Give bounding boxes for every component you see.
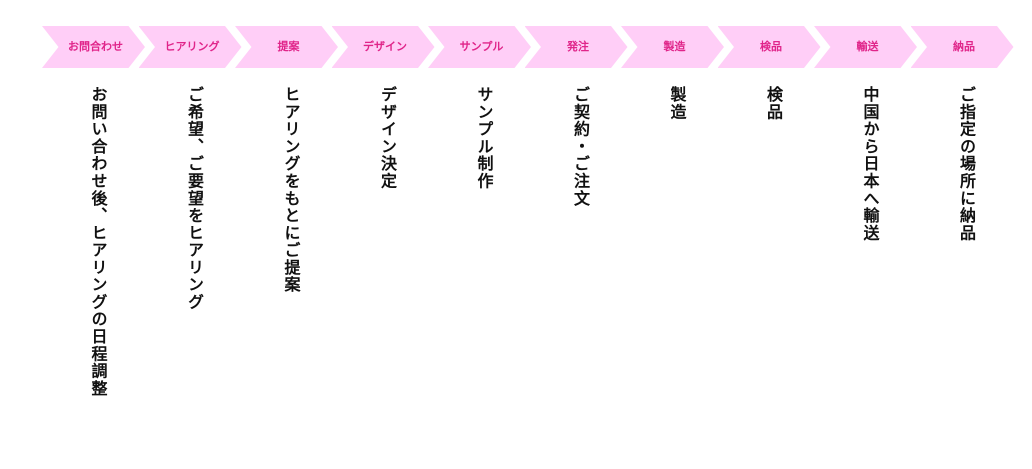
step-shipping: 輸送 <box>814 26 917 68</box>
step-design: デザイン <box>331 26 435 68</box>
chevron-arrow <box>42 26 145 68</box>
chevron-arrow <box>814 26 917 68</box>
step-manufacturing: 製造 <box>621 26 724 68</box>
step-description-proposal: ヒアリングをもとにご提案 <box>281 86 301 294</box>
step-description-sample: サンプル制作 <box>474 86 494 190</box>
step-label: ヒアリング <box>164 40 220 53</box>
step-label: 提案 <box>277 40 300 53</box>
step-hearing: ヒアリング <box>138 26 242 68</box>
step-description-shipping: 中国から日本へ輸送 <box>860 86 880 242</box>
step-proposal: 提案 <box>235 26 338 68</box>
step-description-order: ご契約・ご注文 <box>571 86 590 207</box>
chevron-arrow <box>331 26 435 68</box>
chevron-arrow <box>910 26 1014 68</box>
chevron-arrow <box>621 26 724 68</box>
chevron-arrow <box>428 26 531 68</box>
step-label: 製造 <box>663 40 686 53</box>
chevron-arrow <box>138 26 242 68</box>
step-label: 納品 <box>953 40 975 53</box>
step-description-inspection: 検品 <box>764 86 783 121</box>
step-description-design: デザイン決定 <box>378 86 397 190</box>
step-description-manufacturing: 製造 <box>667 86 687 121</box>
chevron-arrow <box>717 26 821 68</box>
step-label: 輸送 <box>856 40 879 53</box>
step-description-inquiry: お問い合わせ後、ヒアリングの日程調整 <box>88 86 108 398</box>
chevron-arrow <box>235 26 338 68</box>
chevron-arrow <box>524 26 628 68</box>
step-label: デザイン <box>363 40 407 53</box>
step-label: 発注 <box>567 40 589 53</box>
step-label: お問合わせ <box>68 40 123 53</box>
process-flow: お問合わせ ヒアリング 提案 デザイン サンプル 発注 製造 検品 輸送 納品 <box>42 26 1014 68</box>
step-label: 検品 <box>760 40 782 53</box>
step-description-delivery: ご指定の場所に納品 <box>957 86 976 242</box>
step-inspection: 検品 <box>717 26 821 68</box>
step-delivery: 納品 <box>910 26 1014 68</box>
step-order: 発注 <box>524 26 628 68</box>
step-sample: サンプル <box>428 26 531 68</box>
step-inquiry: お問合わせ <box>42 26 145 68</box>
step-label: サンプル <box>459 40 504 53</box>
step-description-hearing: ご希望、ご要望をヒアリング <box>185 86 204 311</box>
